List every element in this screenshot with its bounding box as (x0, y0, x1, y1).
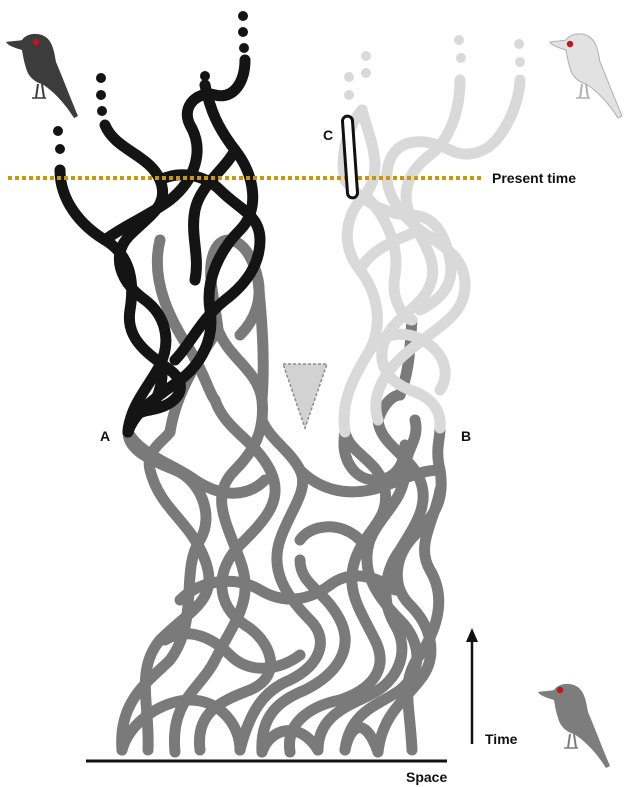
arrow-up-icon (466, 628, 478, 744)
present-time-label: Present time (492, 170, 576, 186)
gray-strand (300, 527, 360, 540)
gray-strand (345, 728, 378, 752)
finch-icon (538, 684, 610, 768)
gap-triangle (283, 364, 327, 428)
point-a-label: A (100, 428, 110, 444)
lineage-b (343, 80, 520, 432)
finch-icon (550, 34, 622, 118)
point-c-label: C (323, 127, 333, 143)
finch-icon (6, 34, 78, 118)
gray-strand (330, 576, 395, 590)
time-axis-label: Time (485, 731, 517, 747)
continuation-dots-light (344, 35, 525, 100)
ancestral-lineages (122, 240, 442, 752)
gray-strand (258, 280, 263, 400)
point-b-label: B (461, 428, 471, 444)
space-axis-label: Space (406, 769, 447, 785)
